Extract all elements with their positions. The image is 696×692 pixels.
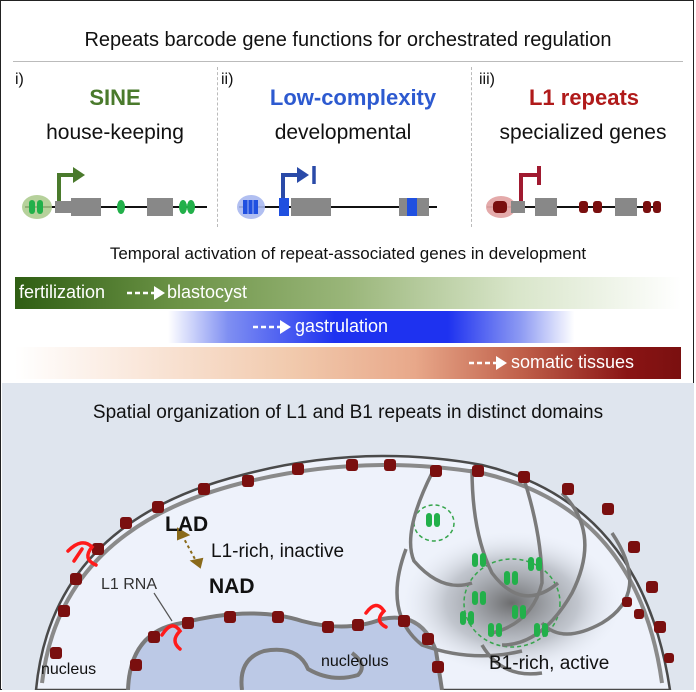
sine-gene-schematic (22, 167, 207, 219)
band-gastrulation-label: gastrulation (295, 316, 389, 336)
panel-ii-name: Low-complexity (269, 85, 437, 110)
dashed-arrow-icon (127, 286, 165, 300)
lowcomplex-element (279, 198, 289, 216)
lad-chromatin (40, 463, 664, 684)
l1-element (493, 201, 507, 213)
sine-element (187, 200, 195, 214)
arrowhead-icon (297, 167, 309, 183)
l1-rich-label: L1-rich, inactive (211, 541, 345, 562)
promoter-arrow-icon (519, 173, 539, 201)
lad-label: LAD (165, 513, 209, 536)
b1-rich-label: B1-rich, active (489, 653, 610, 674)
sine-element (117, 200, 125, 214)
l1-element (579, 201, 588, 213)
panel-divider-2 (471, 67, 472, 227)
panel-divider-1 (217, 67, 218, 227)
gene-exon (535, 198, 557, 216)
nucleus-label: nucleus (41, 661, 97, 678)
l1-element (593, 201, 602, 213)
l1-gene-schematic (486, 166, 661, 218)
arrowhead-icon (73, 167, 85, 183)
lad-nad-arrow-icon (177, 527, 204, 569)
promoter-arrow-icon (281, 173, 299, 198)
band-gastrulation (15, 311, 681, 343)
band-blastocyst-label: blastocyst (167, 282, 248, 302)
nad-label: NAD (209, 575, 255, 598)
panel-ii-function: developmental (274, 121, 412, 144)
panel-iii-function: specialized genes (499, 121, 667, 144)
band-somatic (15, 347, 681, 379)
chromatin-loop (239, 647, 364, 690)
temporal-title: Temporal activation of repeat-associated… (109, 244, 587, 263)
sine-element (37, 200, 43, 214)
gene-exon (615, 198, 637, 216)
b1-chromatin-loops (395, 468, 632, 676)
nucleolus-label: nucleolus (321, 653, 389, 670)
figure-title: Repeats barcode gene functions for orche… (84, 29, 612, 51)
l1-nucleolus-elements (130, 611, 444, 673)
l1-rna-pointer (153, 592, 173, 622)
panel-i-name: SINE (89, 85, 141, 110)
l1-element (653, 201, 661, 213)
nucleus-diagram (34, 454, 674, 690)
l1-envelope-elements (50, 459, 674, 663)
dashed-arrow-icon (469, 356, 507, 370)
gene-exon (147, 198, 173, 216)
b1-cluster-ring (463, 558, 561, 648)
b1-elements (426, 513, 548, 637)
gene-exon (291, 198, 331, 216)
dashed-arrow-icon (253, 320, 291, 334)
gene-schematics (22, 166, 661, 219)
lowcomplex-element (407, 198, 417, 216)
b1-active-halo (402, 531, 622, 675)
sine-element (29, 200, 35, 214)
gene-exon (71, 198, 101, 216)
gene-exon (55, 201, 71, 213)
panel-i-function: house-keeping (46, 121, 184, 144)
panel-ii-numeral: ii) (221, 71, 234, 88)
promoter-arrow-icon (57, 173, 75, 201)
band-fertilization (15, 277, 681, 309)
panel-i-numeral: i) (15, 71, 24, 88)
l1-rna-label: L1 RNA (101, 576, 158, 593)
sine-element (179, 200, 187, 214)
panel-iii-numeral: iii) (479, 71, 495, 88)
l1-rna-icon (66, 541, 388, 651)
spatial-title: Spatial organization of L1 and B1 repeat… (92, 402, 604, 423)
band-fertilization-label: fertilization (19, 282, 106, 302)
band-somatic-label: somatic tissues (511, 352, 635, 372)
panel-iii-name: L1 repeats (528, 85, 640, 110)
lowcomplex-element (243, 200, 258, 214)
gene-exon (511, 201, 525, 213)
lowcomplex-gene-schematic (237, 166, 437, 219)
l1-element (643, 201, 651, 213)
header-divider (13, 61, 683, 62)
